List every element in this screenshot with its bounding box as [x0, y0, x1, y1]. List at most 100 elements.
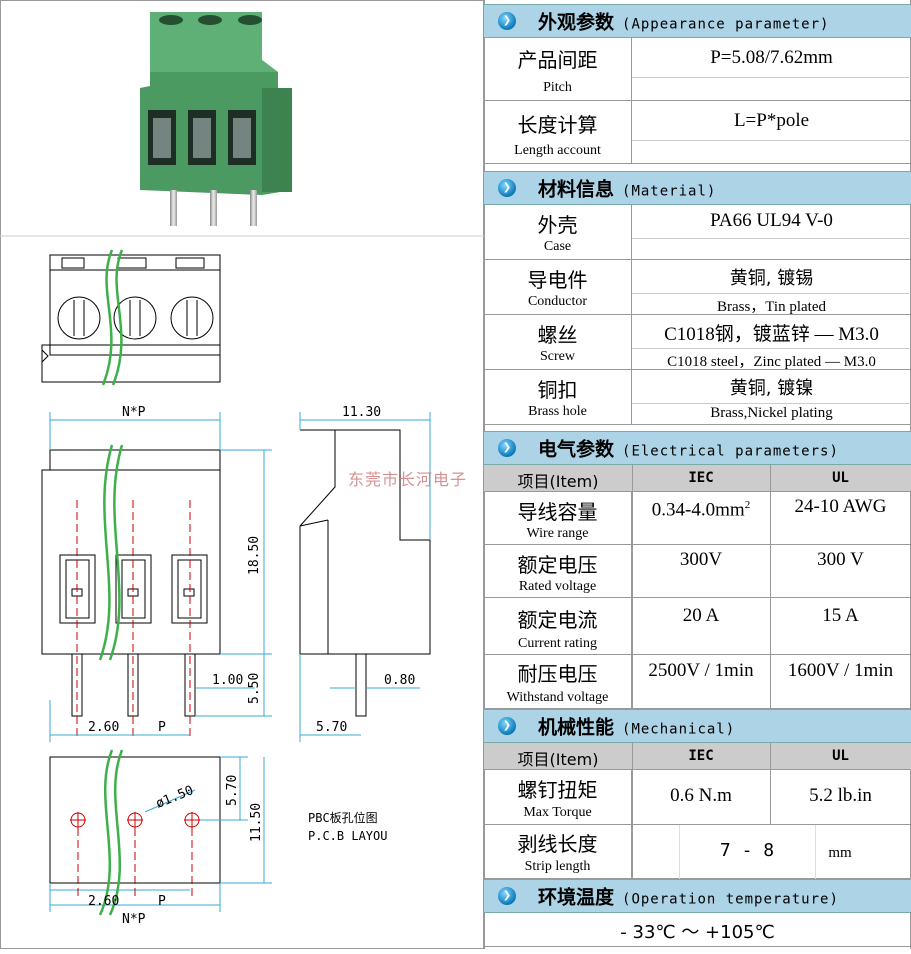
table-row: 耐压电压 Withstand voltage 2500V / 1min 1600V… [484, 655, 911, 709]
row-label-en: Length account [514, 143, 601, 158]
row-label-cn: 额定电压 [517, 553, 598, 577]
arrow-icon: ❯ [498, 12, 516, 30]
ul-value: 1600V / 1min [787, 660, 894, 681]
iec-value: 0.34-4.0mm [651, 499, 745, 521]
strip-value: 7 - 8 [719, 840, 775, 861]
row-label-cn: 螺丝 [537, 323, 578, 347]
ul-value: 300 V [817, 549, 864, 570]
dim-pin-thickness: 1.00 [212, 673, 243, 688]
row-value-en: C1018 steel，Zinc plated — M3.0 [667, 354, 876, 370]
ul-value: 5.2 lb.in [809, 785, 872, 806]
row-value: 黄铜, 镀镍 [729, 378, 814, 399]
row-label-cn: 产品间距 [517, 48, 598, 72]
section-subtitle: (Electrical parameters) [622, 443, 839, 460]
row-value-en: Brass,Nickel plating [710, 405, 833, 421]
dim-hole-diameter: ø1.50 [154, 783, 196, 812]
section-title: 电气参数 [538, 438, 615, 461]
row-label-cn: 铜扣 [537, 378, 578, 402]
arrow-icon: ❯ [498, 179, 516, 197]
arrow-icon: ❯ [498, 887, 516, 905]
section-subtitle: (Material) [622, 183, 717, 200]
section-electrical: ❯ 电气参数 (Electrical parameters) [484, 431, 911, 465]
iec-value: 20 A [682, 605, 720, 626]
iec-superscript: 2 [744, 499, 751, 511]
front-view [41, 449, 221, 717]
row-value: P=5.08/7.62mm [710, 47, 833, 68]
dim-offset: 2.60 [88, 720, 119, 735]
technical-drawing: N*P 11.30 18.50 1.00 5.50 0.80 2.60 P 5.… [0, 0, 484, 949]
dim-pcb-offset: 2.60 [88, 894, 119, 909]
table-row: 螺丝 Screw C1018钢，镀蓝锌 — M3.0 C1018 steel，Zi… [484, 315, 911, 370]
section-appearance: ❯ 外观参数 (Appearance parameter) [484, 4, 911, 38]
electrical-header: 项目(Item) IEC UL [484, 465, 911, 492]
row-label-cn: 外壳 [537, 213, 578, 237]
ul-value: 15 A [822, 605, 859, 626]
row-value: L=P*pole [733, 110, 810, 131]
dim-np: N*P [122, 405, 146, 420]
ul-value: 24-10 AWG [794, 496, 887, 517]
dim-pitch: P [158, 720, 166, 735]
table-row: 铜扣 Brass hole 黄铜, 镀镍 Brass,Nickel plating [484, 370, 911, 425]
row-label-en: Rated voltage [518, 579, 597, 594]
header-ul: UL [832, 470, 849, 486]
row-label-cn: 导线容量 [517, 500, 598, 524]
table-row: 导线容量 Wire range 0.34-4.0mm2 24-10 AWG [484, 492, 911, 545]
side-view [299, 429, 431, 717]
section-mechanical: ❯ 机械性能(Mechanical) [484, 709, 911, 743]
table-row: 额定电压 Rated voltage 300V 300 V [484, 545, 911, 598]
iec-value: 300V [679, 549, 723, 570]
row-value: C1018钢，镀蓝锌 — M3.0 [664, 324, 879, 345]
row-label-cn: 额定电流 [517, 608, 598, 632]
header-item: 项目(Item) [517, 750, 599, 769]
section-title: 材料信息 [538, 178, 615, 201]
strip-unit: mm [828, 845, 852, 861]
row-label-en: Screw [540, 349, 575, 364]
row-label-en: Pitch [543, 80, 572, 95]
iec-value: 0.6 N.m [670, 785, 732, 806]
dim-height: 18.50 [247, 536, 262, 575]
dim-pcb-pitch: P [158, 894, 166, 909]
row-label-en: Wire range [526, 526, 589, 541]
pcb-label-en: P.C.B LAYOU [308, 829, 387, 843]
table-row: 额定电流 Current rating 20 A 15 A [484, 598, 911, 655]
section-subtitle: (Appearance parameter) [622, 16, 830, 33]
spec-table: ❯ 外观参数 (Appearance parameter) 产品间距 Pitch P… [484, 0, 911, 949]
dim-pcb-depth: 11.50 [249, 803, 264, 842]
section-title: 环境温度 [538, 886, 615, 909]
arrow-icon: ❯ [498, 717, 516, 735]
header-iec: IEC [688, 748, 714, 764]
table-row: 剥线长度 Strip length 7 - 8 mm [484, 825, 911, 879]
row-label-cn: 螺钉扭矩 [517, 778, 598, 802]
drawing-panel: N*P 11.30 18.50 1.00 5.50 0.80 2.60 P 5.… [0, 0, 484, 949]
section-subtitle: (Mechanical) [622, 721, 736, 738]
table-row: 产品间距 Pitch P=5.08/7.62mm [484, 38, 911, 101]
dim-pcb-row: 5.70 [225, 775, 240, 806]
iec-value: 2500V / 1min [648, 660, 754, 681]
dim-side-offset: 5.70 [316, 720, 347, 735]
row-label-en: Withstand voltage [506, 690, 609, 705]
row-label-cn: 耐压电压 [517, 662, 598, 686]
row-label-en: Brass hole [528, 404, 587, 419]
row-label-cn: 长度计算 [517, 113, 598, 137]
header-iec: IEC [688, 470, 714, 486]
terminal-block-photo [140, 12, 292, 226]
mechanical-header: 项目(Item) IEC UL [484, 743, 911, 770]
dim-pin-length: 5.50 [247, 673, 262, 704]
row-label-cn: 剥线长度 [517, 832, 598, 856]
section-title: 外观参数 [538, 11, 615, 34]
header-item: 项目(Item) [517, 472, 599, 491]
section-material: ❯ 材料信息 (Material) [484, 171, 911, 205]
row-label-en: Strip length [524, 859, 591, 874]
section-subtitle: (Operation temperature) [622, 891, 839, 908]
temperature-value: - 33℃ ～ +105℃ [620, 922, 775, 943]
dim-pcb-np: N*P [122, 912, 146, 927]
dim-width-side: 11.30 [342, 405, 381, 420]
table-row: 长度计算 Length account L=P*pole [484, 101, 911, 164]
section-temperature: ❯ 环境温度 (Operation temperature) [484, 879, 911, 913]
header-ul: UL [832, 748, 849, 764]
row-label-en: Current rating [518, 636, 597, 651]
arrow-icon: ❯ [498, 439, 516, 457]
row-value: 黄铜, 镀锡 [729, 268, 814, 289]
